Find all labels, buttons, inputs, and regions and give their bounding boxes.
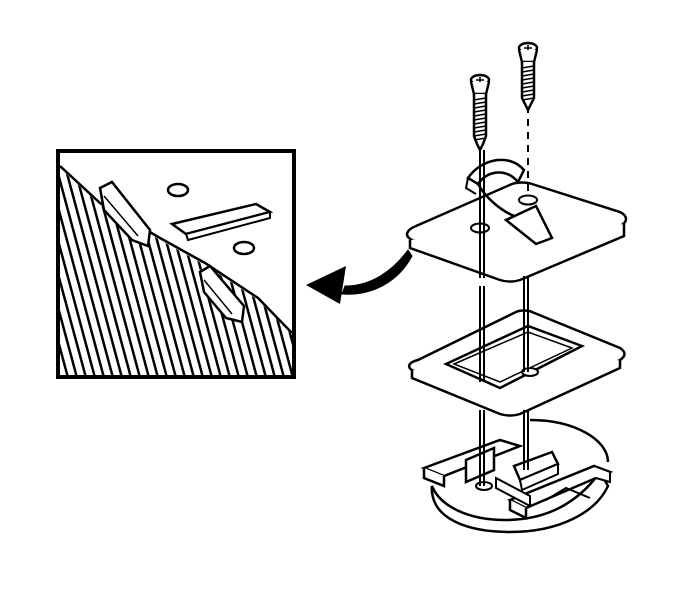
hatch-line	[0, 140, 11, 400]
screw-thread	[473, 121, 487, 125]
hatch-line	[301, 140, 371, 400]
screw-thread	[473, 109, 487, 113]
hatch-line	[0, 140, 47, 400]
hatch-line	[0, 140, 2, 400]
hatch-line	[0, 140, 20, 400]
screw-thread	[521, 85, 535, 89]
inset-tab-lower	[198, 264, 246, 324]
screw-thread	[473, 101, 487, 105]
hatch-line	[60, 168, 130, 375]
screw-thread	[521, 97, 535, 101]
screw-right	[517, 41, 539, 113]
screw-thread	[473, 113, 487, 117]
screw-thread	[473, 129, 487, 133]
top-plate	[405, 158, 628, 283]
callout-arrow-head	[306, 266, 346, 304]
inset-hole-2	[232, 240, 256, 256]
top-plate-slot	[503, 204, 554, 246]
callout-arrow	[306, 249, 413, 304]
alignment-lines	[479, 106, 529, 486]
inset-edge-line	[60, 165, 292, 334]
hatch-line	[0, 140, 38, 400]
screw-thread	[521, 73, 535, 77]
screw-thread	[473, 133, 487, 137]
hatch-line	[60, 168, 67, 375]
detail-inset	[0, 140, 416, 400]
screw-left	[469, 73, 491, 230]
hatch-line	[290, 168, 292, 375]
screw-thread	[521, 69, 535, 73]
screw-thread	[521, 81, 535, 85]
hatch-line	[60, 168, 76, 375]
screw-thread	[521, 93, 535, 97]
hatch-line	[346, 140, 416, 400]
screw-thread	[521, 77, 535, 81]
hatch-line	[0, 140, 56, 400]
screw-thread	[473, 105, 487, 109]
hatch-line	[0, 140, 29, 400]
hatch-line	[60, 168, 112, 375]
inset-tab-upper	[98, 180, 152, 248]
screw-thread	[473, 97, 487, 101]
base-bracket	[420, 418, 614, 534]
hatch-line	[60, 168, 94, 375]
top-plate-latch	[466, 158, 526, 186]
hatch-line	[60, 168, 103, 375]
screw-thread	[473, 137, 487, 141]
hatch-line	[60, 168, 85, 375]
screw-thread	[473, 117, 487, 121]
screw-thread	[473, 125, 487, 129]
hatch-line	[60, 168, 121, 375]
gasket-frame	[407, 309, 626, 417]
inset-hole-1	[166, 182, 190, 198]
top-plate-hole-right	[518, 194, 538, 206]
hatch-line	[319, 140, 389, 400]
screw-thread	[521, 65, 535, 69]
gasket-screw-hole	[521, 367, 539, 377]
screw-thread	[521, 89, 535, 93]
